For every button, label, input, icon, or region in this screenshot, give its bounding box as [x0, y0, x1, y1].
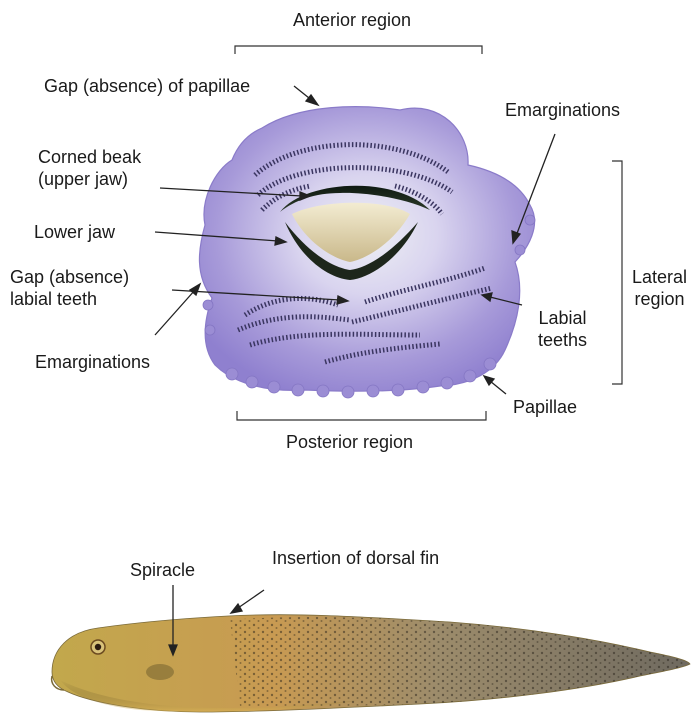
- spiracle-spot: [146, 664, 174, 680]
- lower-jaw-label: Lower jaw: [34, 221, 115, 243]
- corned-beak-line2: (upper jaw): [38, 168, 141, 190]
- gap-labial-teeth-label: Gap (absence) labial teeth: [10, 266, 129, 310]
- corned-beak-label: Corned beak (upper jaw): [38, 146, 141, 190]
- emarginations-left-label: Emarginations: [35, 351, 150, 373]
- anterior-bracket: [235, 46, 482, 54]
- dorsal-fin-label: Insertion of dorsal fin: [272, 547, 439, 569]
- gap-papillae-label: Gap (absence) of papillae: [44, 75, 250, 97]
- labial-teeth-line1: Labial: [538, 307, 587, 329]
- tadpole: [52, 615, 690, 712]
- anterior-region-label: Anterior region: [293, 9, 411, 31]
- lateral-bracket: [612, 161, 622, 384]
- papillae-label: Papillae: [513, 396, 577, 418]
- gap-labial-teeth-line1: Gap (absence): [10, 266, 129, 288]
- labial-teeth-label: Labial teeths: [538, 307, 587, 351]
- oral-disc: [199, 107, 535, 398]
- posterior-bracket: [237, 411, 486, 420]
- emarginations-right-label: Emarginations: [505, 99, 620, 121]
- labial-teeth-line2: teeths: [538, 329, 587, 351]
- corned-beak-line1: Corned beak: [38, 146, 141, 168]
- lateral-region-line1: Lateral: [632, 266, 687, 288]
- spiracle-label: Spiracle: [130, 559, 195, 581]
- posterior-region-label: Posterior region: [286, 431, 413, 453]
- lateral-region-line2: region: [632, 288, 687, 310]
- lateral-region-label: Lateral region: [632, 266, 687, 310]
- gap-labial-teeth-line2: labial teeth: [10, 288, 129, 310]
